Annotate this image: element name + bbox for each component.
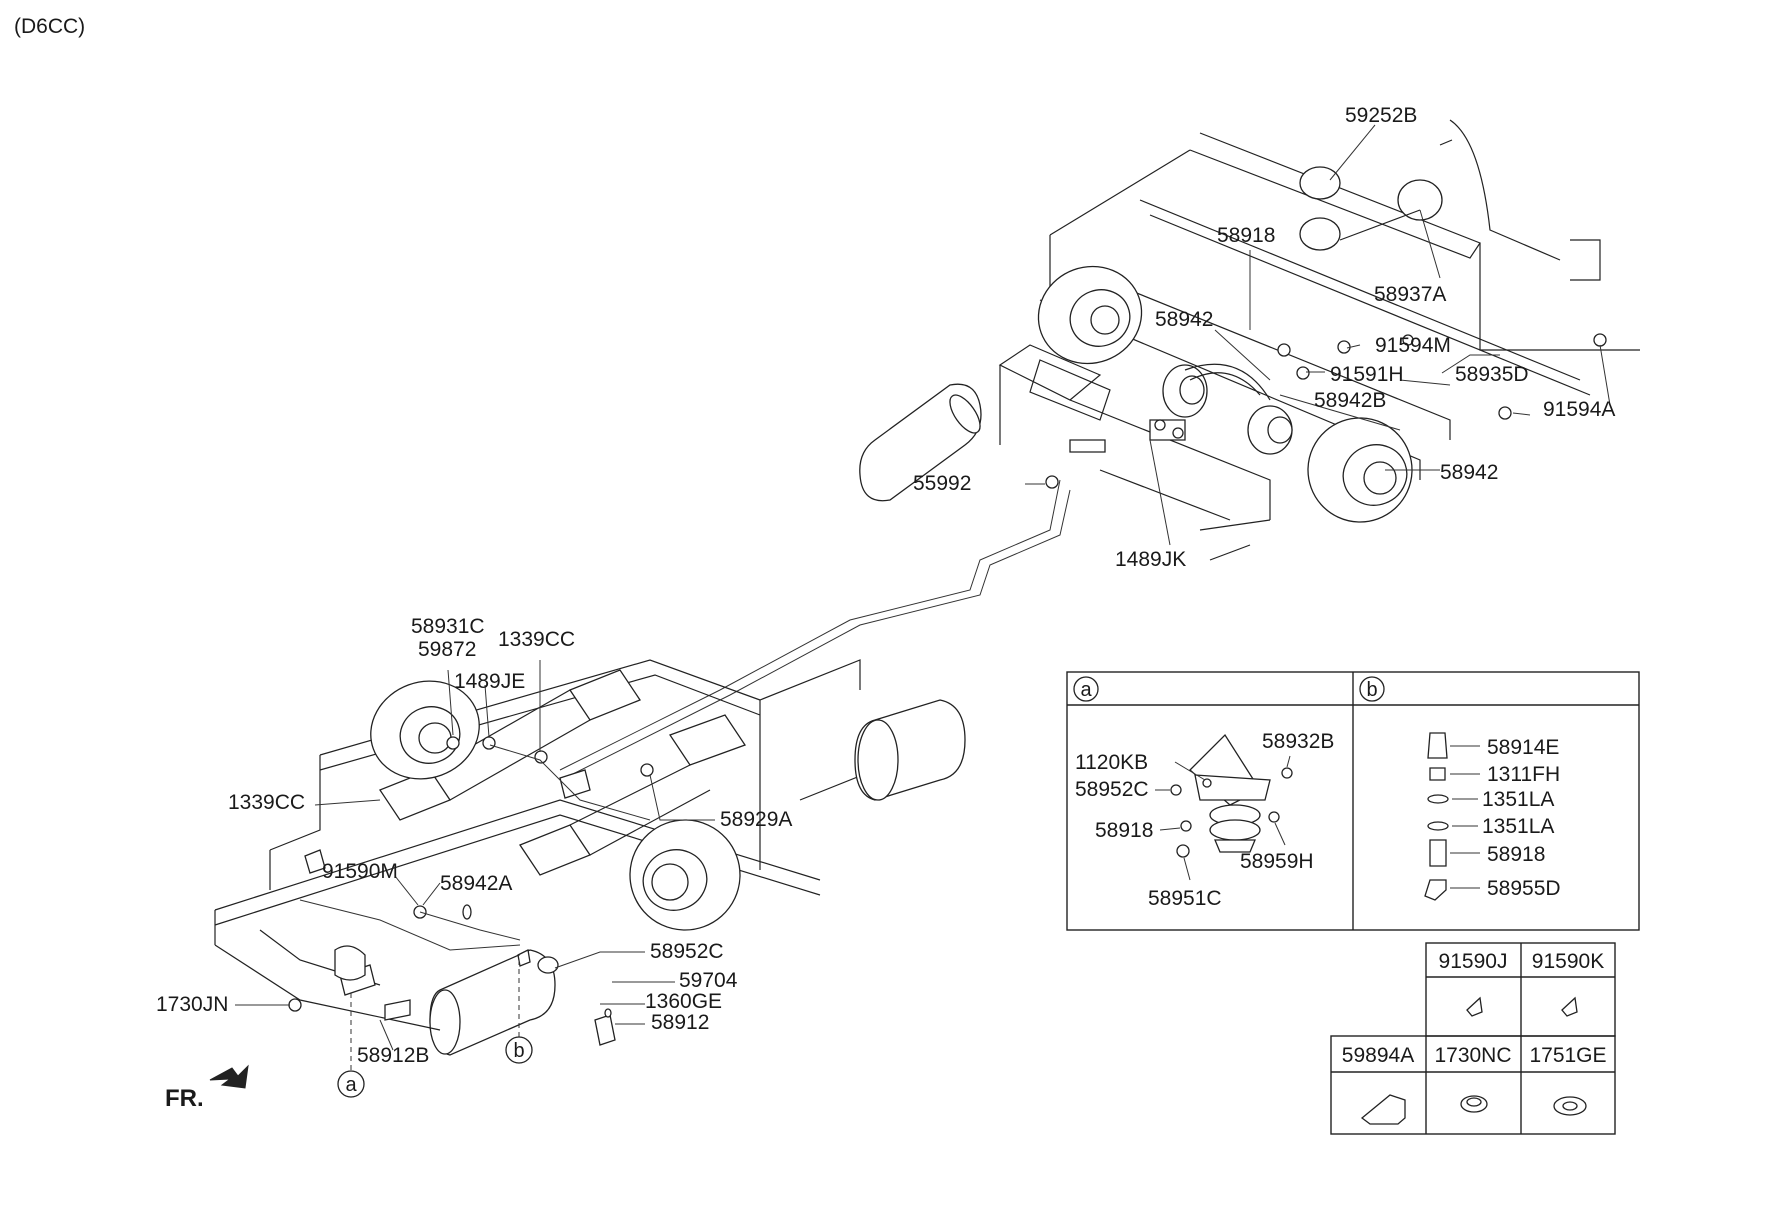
- detail-a-58918: 58918: [1095, 819, 1153, 842]
- callout-1360GE: 1360GE: [645, 990, 722, 1013]
- callout-91590M: 91590M: [322, 860, 398, 883]
- table-header-1730NC: 1730NC: [1434, 1044, 1511, 1067]
- table-header-91590J: 91590J: [1439, 950, 1508, 973]
- marker-b: b: [505, 1036, 533, 1064]
- callout-58912: 58912: [651, 1011, 709, 1034]
- callout-59872: 59872: [418, 638, 476, 661]
- callout-58912B: 58912B: [357, 1044, 429, 1067]
- engine-code: (D6CC): [14, 15, 85, 38]
- detail-a-58951C: 58951C: [1148, 887, 1222, 910]
- front-chassis: [214, 659, 966, 1056]
- bracket-59894A-icon: [1360, 1094, 1406, 1125]
- detail-b-1351LA-2: 1351LA: [1482, 815, 1554, 838]
- front-direction-arrow-icon: [209, 1064, 249, 1089]
- callout-91591H: 91591H: [1330, 363, 1404, 386]
- detail-b-58918: 58918: [1487, 843, 1545, 866]
- callout-58929A: 58929A: [720, 808, 792, 831]
- clip-91590K-icon: [1561, 996, 1578, 1017]
- callout-59252B: 59252B: [1345, 104, 1417, 127]
- callout-55992: 55992: [913, 472, 971, 495]
- detail-a-header: a: [1080, 679, 1092, 701]
- rear-leaders: [1025, 124, 1611, 546]
- callout-58918-rear: 58918: [1217, 224, 1275, 247]
- svg-text:a: a: [345, 1074, 357, 1096]
- detail-b-58955D: 58955D: [1487, 877, 1561, 900]
- callout-58942B: 58942B: [1314, 389, 1386, 412]
- table-header-1751GE: 1751GE: [1529, 1044, 1606, 1067]
- callout-58942-lower: 58942: [1440, 461, 1498, 484]
- table-header-91590K: 91590K: [1532, 950, 1604, 973]
- detail-a-58952C: 58952C: [1075, 778, 1149, 801]
- detail-b-header: b: [1366, 679, 1377, 701]
- detail-b-1311FH: 1311FH: [1487, 763, 1560, 786]
- callout-1339CC-left: 1339CC: [228, 791, 305, 814]
- callout-58937A: 58937A: [1374, 283, 1446, 306]
- callout-58942A: 58942A: [440, 872, 512, 895]
- callout-59704: 59704: [679, 969, 738, 992]
- detail-box: a b 1120KB 58932B 58952C 58918 58959: [1066, 671, 1640, 931]
- detail-a-58932B: 58932B: [1262, 730, 1334, 753]
- callout-58935D: 58935D: [1455, 363, 1529, 386]
- detail-b-fittings: [1424, 732, 1480, 901]
- clip-91590J-icon: [1466, 996, 1483, 1017]
- front-label: FR.: [165, 1085, 204, 1112]
- rear-chassis: [559, 119, 1640, 779]
- svg-text:b: b: [513, 1040, 524, 1062]
- callout-1489JK: 1489JK: [1115, 548, 1186, 571]
- callout-labels: 59252B 58918 58937A 58942 91594M 91591H …: [156, 104, 1615, 1067]
- marker-a: a: [337, 1070, 365, 1098]
- table-header-59894A: 59894A: [1342, 1044, 1414, 1067]
- detail-a-valve: [1155, 733, 1293, 881]
- callout-91594M: 91594M: [1375, 334, 1451, 357]
- callout-58931C: 58931C: [411, 615, 485, 638]
- callout-1489JE: 1489JE: [454, 670, 525, 693]
- callout-58952C-front: 58952C: [650, 940, 724, 963]
- front-leaders: [235, 660, 715, 1070]
- detail-b-58914E: 58914E: [1487, 736, 1559, 759]
- detail-b-1351LA-1: 1351LA: [1482, 788, 1554, 811]
- callout-1730JN: 1730JN: [156, 993, 228, 1016]
- callout-91594A: 91594A: [1543, 398, 1615, 421]
- callout-1339CC-top: 1339CC: [498, 628, 575, 651]
- parts-table: 91590J 91590K 59894A 1730NC 1751GE: [1330, 942, 1616, 1135]
- detail-a-58959H: 58959H: [1240, 850, 1314, 873]
- detail-a-1120KB: 1120KB: [1075, 751, 1148, 774]
- callout-58942-upper: 58942: [1155, 308, 1213, 331]
